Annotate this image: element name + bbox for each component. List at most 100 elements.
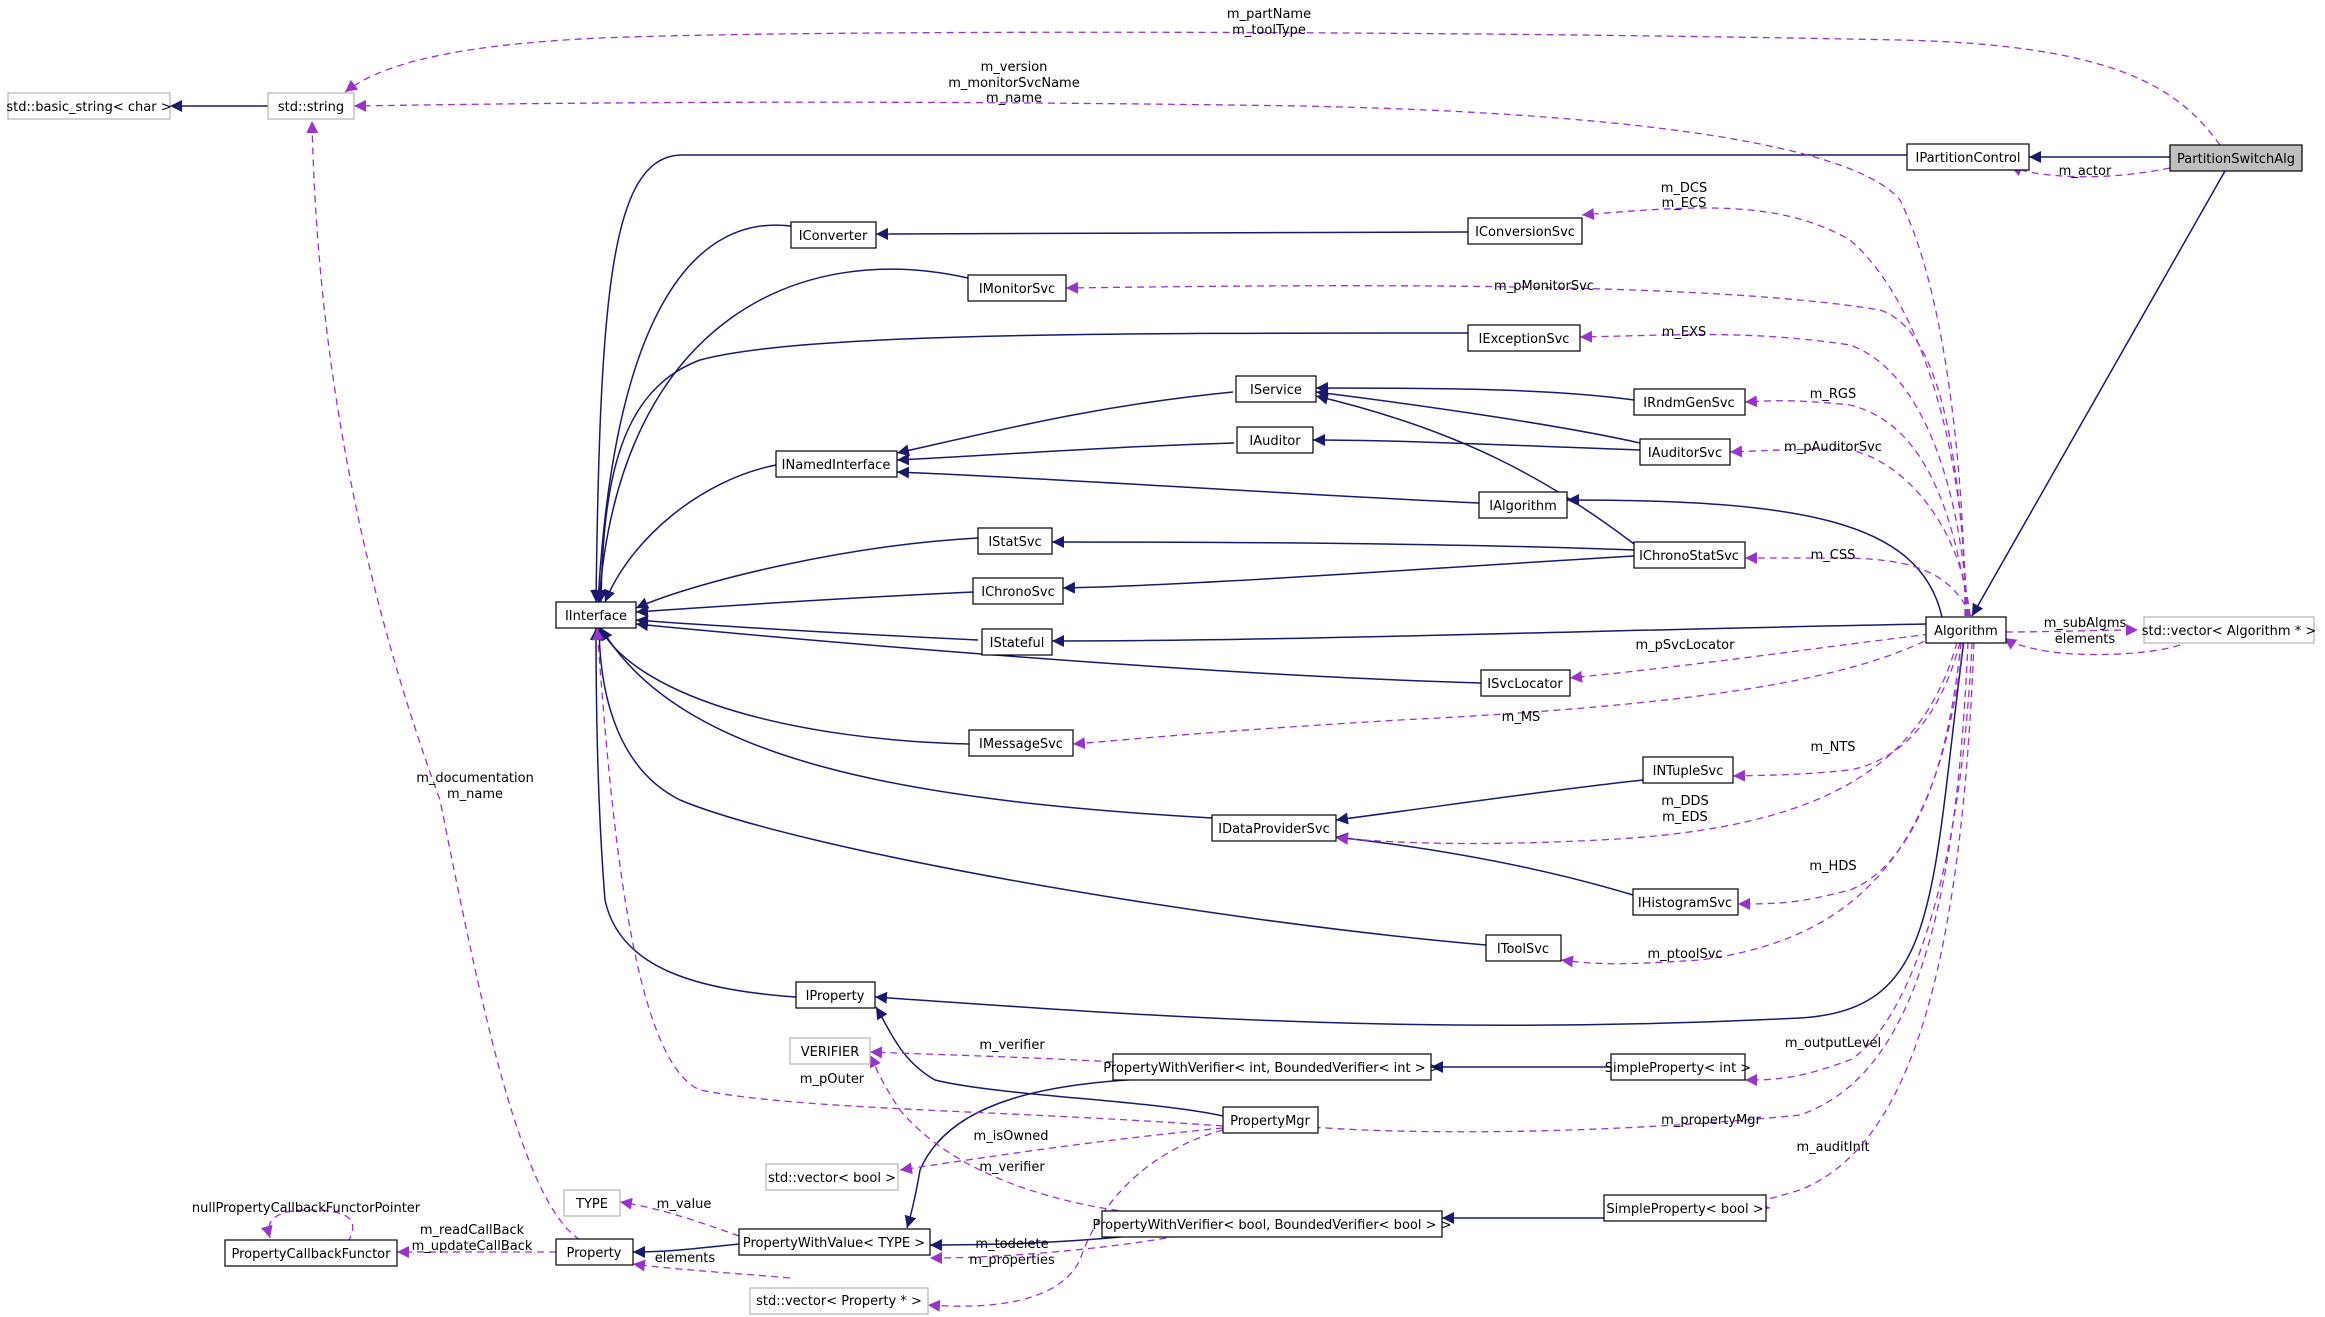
node-propertywithvalue[interactable]: PropertyWithValue< TYPE > — [738, 1228, 931, 1256]
node-label: IService — [1250, 383, 1302, 398]
node-iauditor[interactable]: IAuditor — [1236, 426, 1314, 454]
node-vector-bool[interactable]: std::vector< bool > — [765, 1163, 899, 1191]
node-label: IHistogramSvc — [1638, 896, 1732, 911]
edge-algorithm-to-istateful — [1051, 623, 1927, 647]
node-ichronosvc[interactable]: IChronoSvc — [972, 577, 1064, 605]
node-iservice[interactable]: IService — [1235, 375, 1317, 403]
node-box — [1633, 541, 1746, 569]
node-simpleproperty-int[interactable]: SimpleProperty< int > — [1605, 1053, 1751, 1081]
node-iauditorsvc[interactable]: IAuditorSvc — [1639, 438, 1731, 466]
edge-algorithm-to-iproperty — [874, 639, 1965, 1027]
node-label: IAuditorSvc — [1648, 446, 1722, 461]
node-label: std::string — [278, 100, 344, 115]
usage-edges — [261, 31, 2221, 1312]
node-ipartitioncontrol[interactable]: IPartitionControl — [1906, 143, 2030, 171]
node-box — [1632, 888, 1739, 916]
node-iconversionsvc[interactable]: IConversionSvc — [1467, 217, 1583, 245]
node-label: IRndmGenSvc — [1643, 396, 1734, 411]
node-box — [1467, 324, 1581, 352]
node-verifier[interactable]: VERIFIER — [789, 1037, 871, 1065]
node-box — [1101, 1210, 1443, 1238]
node-ihistogramsvc[interactable]: IHistogramSvc — [1632, 888, 1739, 916]
node-label: PartitionSwitchAlg — [2177, 152, 2295, 167]
node-pwv-int[interactable]: PropertyWithVerifier< int, BoundedVerifi… — [1103, 1053, 1441, 1081]
node-idataprovidersvc[interactable]: IDataProviderSvc — [1211, 814, 1337, 842]
node-iinterface[interactable]: IInterface — [555, 601, 637, 629]
label-m-pmonitorsvc: m_pMonitorSvc — [1494, 279, 1594, 294]
edge-inamedinterface-to-iinterface — [603, 464, 777, 603]
node-property[interactable]: Property — [555, 1238, 634, 1266]
node-label: IExceptionSvc — [1479, 332, 1570, 347]
label-m-ptoolsvc: m_ptoolSvc — [1647, 947, 1722, 962]
node-box — [1633, 388, 1746, 416]
edge-use-dds-eds — [1335, 641, 1958, 845]
node-box — [1610, 1053, 1746, 1081]
node-itoolsvc[interactable]: IToolSvc — [1485, 934, 1562, 962]
node-std-string[interactable]: std::string — [267, 92, 355, 120]
node-box — [789, 1037, 871, 1065]
node-box — [977, 527, 1053, 555]
node-propertymgr[interactable]: PropertyMgr — [1222, 1106, 1319, 1134]
edge-use-dcs-ecs — [1581, 207, 1967, 617]
node-irndmgensvc[interactable]: IRndmGenSvc — [1633, 388, 1746, 416]
node-box — [749, 1287, 929, 1315]
node-box — [555, 601, 637, 629]
edge-iauditorsvc-to-iservice — [1315, 387, 1641, 444]
node-propertycallbackfunctor[interactable]: PropertyCallbackFunctor — [224, 1239, 398, 1267]
edge-iproperty-to-iinterface — [590, 627, 797, 998]
node-basic-string[interactable]: std::basic_string< char > — [6, 92, 172, 120]
label-m-version: m_version — [981, 60, 1048, 75]
node-label: IConverter — [799, 229, 868, 244]
edge-use-elements-property — [632, 1259, 791, 1279]
edge-iexceptionsvc-to-iinterface — [595, 332, 1469, 603]
node-imonitorsvc[interactable]: IMonitorSvc — [967, 274, 1067, 302]
edge-algorithm-to-ialgorithm — [1566, 494, 1943, 618]
node-ichronostatsvc[interactable]: IChronoStatSvc — [1633, 541, 1746, 569]
node-simpleproperty-bool[interactable]: SimpleProperty< bool > — [1603, 1194, 1767, 1222]
nodes: PartitionSwitchAlg std::basic_string< ch… — [6, 92, 2316, 1315]
label-m-dds: m_DDS — [1661, 794, 1708, 809]
node-ialgorithm[interactable]: IAlgorithm — [1478, 491, 1568, 519]
node-vector-algorithm[interactable]: std::vector< Algorithm * > — [2142, 616, 2316, 644]
edge-use-verifier-top — [869, 1046, 1114, 1063]
node-label: SimpleProperty< int > — [1605, 1061, 1751, 1076]
node-pwv-bool[interactable]: PropertyWithVerifier< bool, BoundedVerif… — [1092, 1210, 1452, 1238]
node-iconverter[interactable]: IConverter — [790, 221, 877, 249]
node-partitionswitchalg[interactable]: PartitionSwitchAlg — [2169, 144, 2303, 172]
label-elements-algorithm: elements — [2055, 632, 2116, 647]
node-istatsvc[interactable]: IStatSvc — [977, 527, 1053, 555]
node-imessagesvc[interactable]: IMessageSvc — [968, 729, 1074, 757]
edge-pwv-int-to-propertywithvalue — [904, 1077, 1166, 1229]
edge-partitionswitchalg-to-algorithm — [1971, 170, 2226, 617]
edge-ichronostatsvc-to-ichronosvc — [1062, 555, 1635, 594]
node-box — [555, 1238, 634, 1266]
node-algorithm[interactable]: Algorithm — [1925, 616, 2007, 644]
node-vector-property[interactable]: std::vector< Property * > — [749, 1287, 929, 1315]
label-m-ms: m_MS — [1502, 710, 1541, 725]
node-istateful[interactable]: IStateful — [981, 628, 1053, 656]
label-m-partname: m_partName — [1227, 7, 1311, 22]
edge-use-documentation-name — [306, 120, 581, 1241]
node-box — [1222, 1106, 1319, 1134]
node-iexceptionsvc[interactable]: IExceptionSvc — [1467, 324, 1581, 352]
node-box — [1236, 426, 1314, 454]
edge-ialgorithm-to-inamedinterface — [896, 466, 1480, 504]
node-label: std::basic_string< char > — [6, 100, 171, 115]
edge-use-isowned — [899, 1127, 1224, 1175]
node-inamedinterface[interactable]: INamedInterface — [775, 450, 898, 478]
edge-ihistogramsvc-to-idataprovidersvc — [1335, 832, 1634, 896]
node-isvclocator[interactable]: ISvcLocator — [1480, 669, 1571, 697]
node-iproperty[interactable]: IProperty — [795, 981, 876, 1009]
edge-istateful-to-iinterface — [635, 614, 979, 641]
node-box — [1485, 934, 1562, 962]
node-label: IToolSvc — [1497, 942, 1549, 957]
node-label: IStateful — [990, 636, 1045, 651]
node-box — [1478, 491, 1568, 519]
label-m-pauditorsvc: m_pAuditorSvc — [1784, 440, 1882, 455]
node-label: IAuditor — [1249, 434, 1301, 449]
node-intuplesvc[interactable]: INTupleSvc — [1642, 756, 1734, 784]
edge-use-elements-algorithm — [2003, 637, 2181, 656]
label-m-dcs: m_DCS — [1661, 181, 1708, 196]
node-type[interactable]: TYPE — [563, 1189, 621, 1217]
label-m-eds: m_EDS — [1662, 810, 1708, 825]
